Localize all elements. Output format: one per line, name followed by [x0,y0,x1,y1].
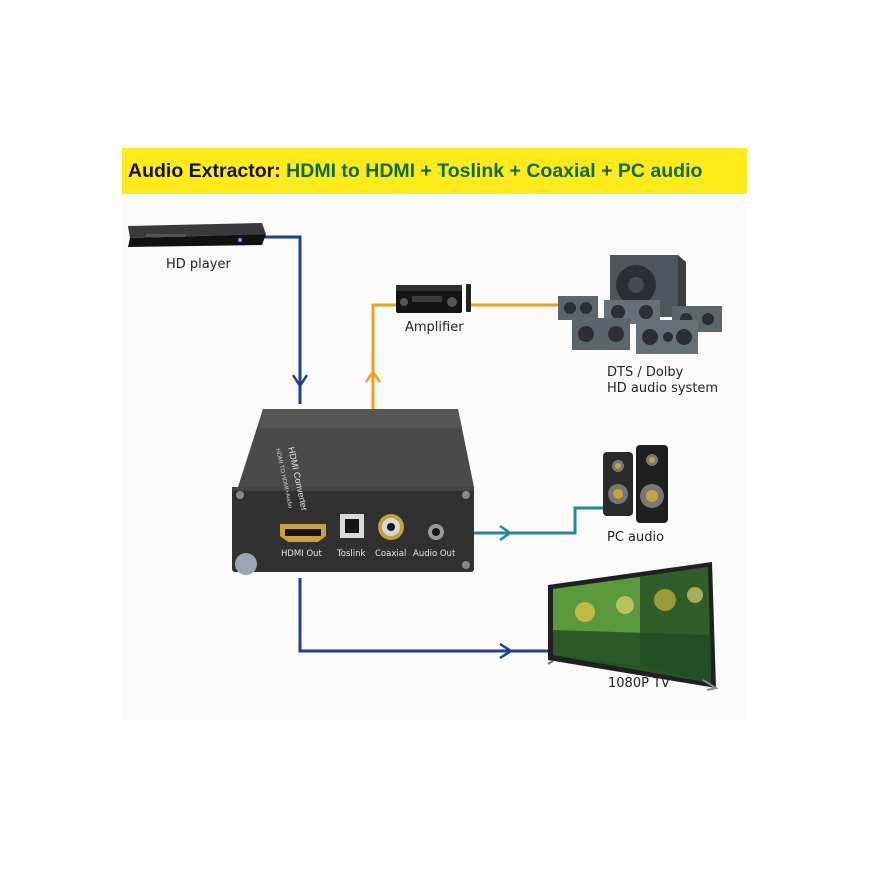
toslink-label: Toslink [337,549,366,559]
speaker-system [558,255,722,354]
hdmi-input-arrow [291,374,309,389]
coaxial-label: Coaxial [375,549,407,559]
audio-system-label-line2: HD audio system [607,381,719,396]
hd-player-device [128,223,266,247]
hdmi-out-port [280,524,326,542]
tv-device [547,562,719,691]
amplifier-device [396,284,471,313]
toslink-port [340,514,364,538]
pc-audio-label: PC audio [607,530,665,545]
audio-line-arrow [364,369,382,383]
pc-audio-line [436,506,603,535]
pc-speakers [603,445,668,523]
title-lead: Audio Extractor: [128,160,281,182]
audio-out-label: Audio Out [413,549,456,559]
hdmi-out-label: HDMI Out [281,549,322,559]
hdmi-output-arrow [499,642,514,660]
audio-out-port [428,524,444,540]
tv-label: 1080P TV [608,676,670,691]
title-rest: HDMI to HDMI + Toslink + Coaxial + PC au… [280,160,703,182]
amplifier-label: Amplifier [405,320,464,335]
pc-audio-arrow [499,524,513,542]
hdmi-output-line [298,578,548,653]
hdmi-input-line [262,235,302,404]
coaxial-port [378,514,404,540]
title-banner: Audio Extractor: HDMI to HDMI + Toslink … [122,148,747,194]
audio-system-label-line1: DTS / Dolby [607,365,684,380]
hd-player-label: HD player [166,257,231,272]
